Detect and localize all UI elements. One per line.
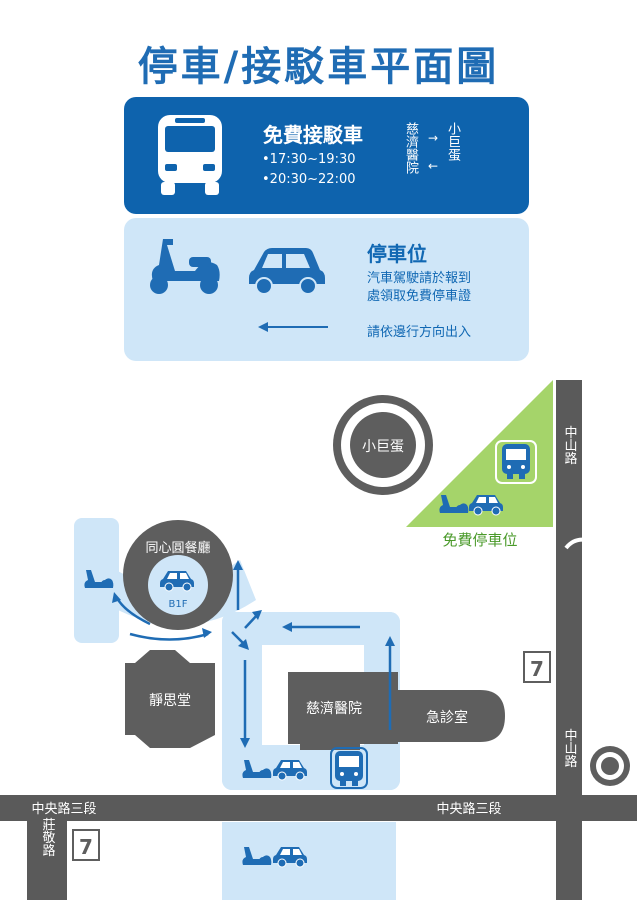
road-zhongshan-label-bottom: 中山路	[562, 729, 578, 768]
shuttle-time-2: •20:30~22:00	[262, 172, 356, 187]
starbucks-icon	[590, 746, 630, 786]
seven-eleven-icon: 7	[72, 829, 100, 861]
arrow-left-icon	[258, 322, 328, 332]
free-parking-label: 免費停車位	[442, 531, 517, 549]
free-parking-area	[406, 380, 553, 527]
shuttle-title: 免費接駁車	[263, 123, 363, 147]
site-map: 免費停車位 小巨蛋 B1F 同心圓餐廳 靜思堂 慈濟醫院 急診室	[0, 380, 637, 900]
banquet-hall-label: 同心圓餐廳	[145, 540, 210, 556]
road-zhongyang-label-left: 中央路三段	[31, 801, 96, 817]
jingsi-hall-label: 靜思堂	[149, 693, 191, 709]
road-zhuangjing-label: 莊敬路	[40, 818, 56, 857]
jingsi-hall	[125, 650, 215, 748]
parking-title: 停車位	[367, 242, 427, 266]
emergency-label: 急診室	[426, 709, 468, 726]
road-zhongshan-label-top: 中山路	[562, 426, 578, 465]
road-zhongyang	[0, 795, 637, 821]
road-zhuangjing	[27, 821, 67, 900]
road-zhongyang-label-right: 中央路三段	[436, 801, 501, 817]
emergency-room	[398, 690, 505, 742]
shuttle-time-1: •17:30~19:30	[262, 152, 356, 167]
direction-note: 請依邊行方向出入	[367, 325, 472, 340]
hospital-label: 慈濟醫院	[306, 701, 362, 717]
route-from: 慈濟醫院	[403, 122, 418, 174]
svg-text:7: 7	[79, 835, 93, 859]
arena-label: 小巨蛋	[362, 439, 404, 455]
svg-text:7: 7	[530, 657, 544, 681]
scooter-icon	[150, 239, 220, 294]
parking-panel	[124, 218, 529, 361]
floor-label: B1F	[169, 599, 188, 610]
seven-eleven-icon: 7	[523, 651, 551, 683]
parking-note-line-2: 處領取免費停車證	[367, 289, 472, 304]
route-to: 小巨蛋	[445, 122, 460, 161]
car-icon	[249, 248, 325, 295]
parking-note-line-1: 汽車駕駛請於報到	[367, 271, 472, 286]
page-title: 停車/接駁車平面圖	[137, 44, 500, 90]
bus-icon	[158, 115, 222, 195]
route-arrows: → ←	[426, 131, 440, 173]
